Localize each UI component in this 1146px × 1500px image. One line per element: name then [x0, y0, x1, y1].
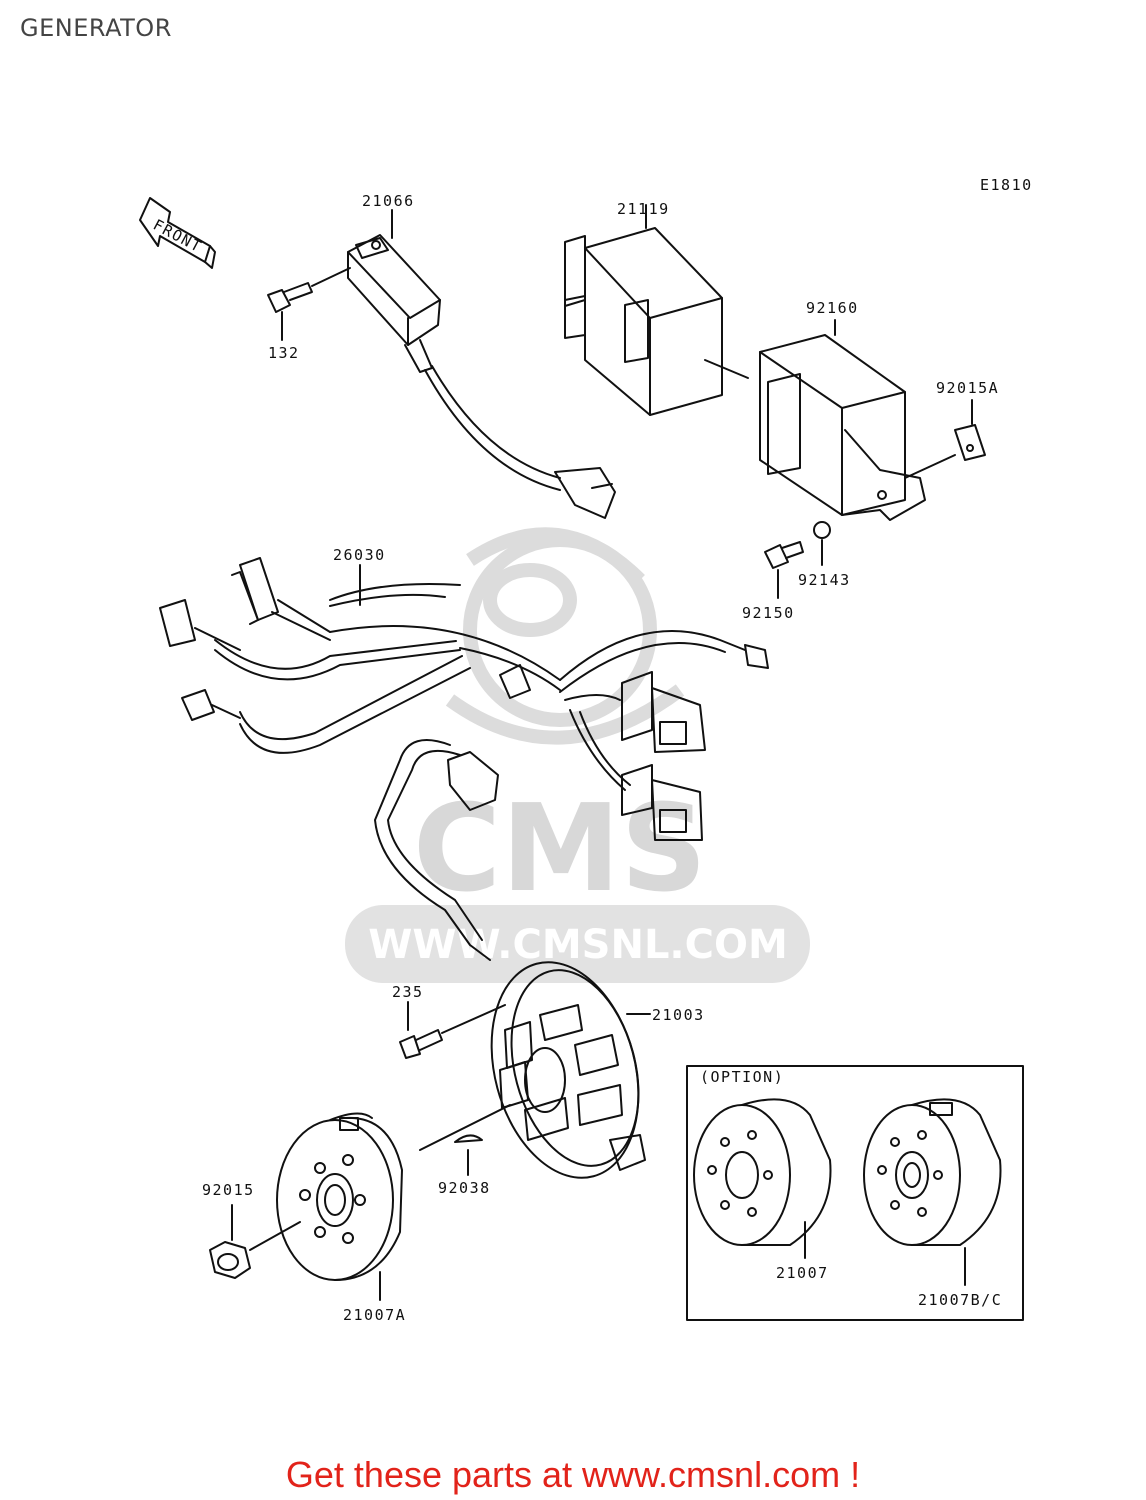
label-21007: 21007 [776, 1264, 829, 1282]
watermark: CMS WWW.CMSNL.COM [345, 527, 810, 983]
footer-cta-link[interactable]: Get these parts at www.cmsnl.com ! [285, 1454, 861, 1495]
watermark-brand: CMS [413, 780, 707, 919]
bolt-92150 [764, 541, 804, 599]
watermark-url: WWW.CMSNL.COM [368, 922, 788, 968]
regulator-92160 [759, 319, 926, 521]
page-title: GENERATOR [20, 14, 172, 42]
igniter-21066 [347, 234, 616, 519]
collar-92143 [813, 521, 831, 566]
label-26030: 26030 [333, 546, 386, 564]
stator-21003 [374, 739, 651, 1179]
option-label: (OPTION) [700, 1068, 784, 1086]
label-92150: 92150 [742, 604, 795, 622]
front-label: FRONT [150, 216, 205, 257]
label-21119: 21119 [617, 200, 670, 218]
watermark-url-pill [345, 905, 810, 983]
label-92038: 92038 [438, 1179, 491, 1197]
label-92160: 92160 [806, 299, 859, 317]
ecu-21119 [564, 204, 749, 416]
label-92015a: 92015A [936, 379, 999, 397]
harness-26030 [159, 557, 769, 841]
rotor-21007 [693, 1098, 832, 1259]
label-92015: 92015 [202, 1181, 255, 1199]
label-92143: 92143 [798, 571, 851, 589]
front-arrow [139, 197, 216, 269]
bolt-132 [267, 267, 351, 313]
clip-92015a [904, 399, 986, 479]
bolt-235 [399, 1001, 506, 1059]
diagram-code: E1810 [980, 176, 1033, 194]
nut-92015 [209, 1204, 301, 1279]
rotor-21007a [276, 1112, 403, 1301]
label-235: 235 [392, 983, 424, 1001]
key-92038 [419, 1104, 511, 1176]
label-21007bc: 21007B/C [918, 1291, 1002, 1309]
label-132: 132 [268, 344, 300, 362]
rotor-21007bc [863, 1098, 1002, 1286]
label-21066: 21066 [362, 192, 415, 210]
label-21007a: 21007A [343, 1306, 406, 1324]
watermark-mascot [445, 527, 685, 745]
option-box [686, 1065, 1024, 1321]
label-21003: 21003 [652, 1006, 705, 1024]
